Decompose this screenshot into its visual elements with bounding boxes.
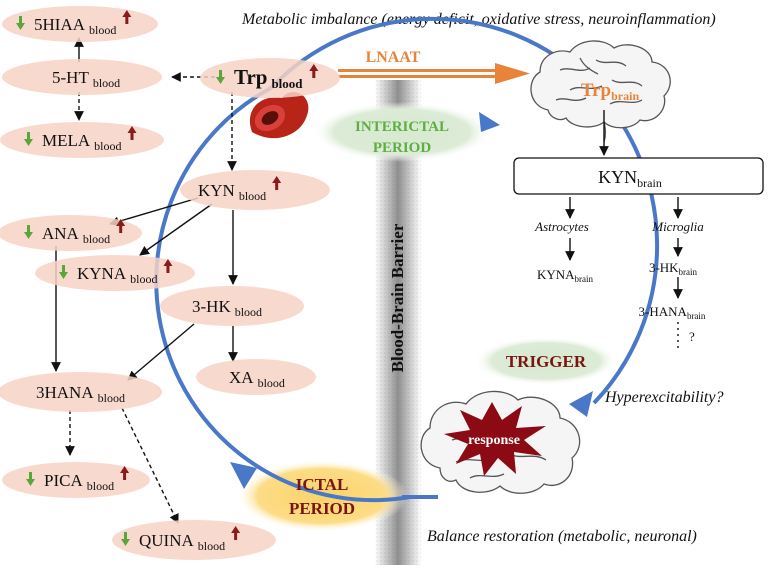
node-kyn-blob [180, 170, 330, 210]
node-ana-blob [0, 215, 142, 251]
trp-brain-label: Trpbrain [581, 80, 640, 103]
down-arrow-icon [121, 532, 130, 546]
cycle-arrowhead-top [479, 112, 500, 132]
starburst-icon [444, 402, 546, 476]
lnaat-arrow [338, 63, 530, 84]
ictal-label-1: ICTAL [296, 475, 349, 494]
kyn-brain-box [513, 157, 764, 195]
node-quina-blob [112, 520, 276, 560]
up-arrow-icon [231, 526, 241, 540]
metabolic-imbalance-note: Metabolic imbalance (energy deficit, oxi… [241, 11, 716, 28]
interictal-label-1: INTERICTAL [355, 119, 449, 135]
kyn-brain-label: KYNbrain [598, 167, 662, 190]
interictal-period-blob [312, 102, 492, 162]
node-hk-blob [160, 286, 304, 326]
up-arrow-icon [122, 10, 132, 24]
blood-vessel-icon [249, 91, 309, 139]
down-arrow-icon [59, 265, 68, 279]
balance-restoration-note: Balance restoration (metabolic, neuronal… [427, 528, 697, 545]
up-arrow-icon [272, 176, 282, 190]
down-arrow-icon [24, 132, 33, 146]
node-hiaa-blob [2, 6, 158, 42]
node-xa-blob [196, 359, 316, 395]
lnaat-label: LNAAT [366, 49, 421, 66]
ictal-label-2: PERIOD [289, 499, 355, 518]
down-arrow-icon [216, 70, 225, 84]
trigger-blob [474, 337, 618, 385]
node-hana-blob [0, 372, 162, 412]
down-arrow-icon [16, 16, 25, 30]
node-ht-blob [2, 59, 162, 95]
interictal-label-2: PERIOD [373, 140, 432, 156]
blood-brain-barrier-label: Blood-Brain Barrier [388, 223, 407, 372]
up-arrow-icon [120, 466, 130, 480]
node-pica-blob [2, 462, 150, 498]
hyperexcitability-label: Hyperexcitability? [604, 389, 723, 406]
node-trp-blob [200, 58, 340, 98]
cycle-arrowhead-bottom [230, 462, 257, 489]
hana-brain-label: 3-HANAbrain [639, 304, 706, 321]
microglia-label: Microglia [651, 219, 704, 234]
node-kyna-blob [35, 255, 195, 291]
down-arrow-icon [24, 225, 33, 239]
trigger-label: TRIGGER [506, 352, 587, 371]
up-arrow-icon [163, 259, 173, 273]
cycle-arrowhead-right [569, 391, 593, 417]
node-mela-blob [0, 122, 164, 158]
unknown-metabolite-label: ? [689, 329, 695, 344]
hk-brain-label: 3-HKbrain [649, 260, 698, 277]
response-label: response [468, 433, 520, 448]
kyna-brain-label: KYNAbrain [537, 267, 594, 284]
down-arrow-icon [26, 472, 35, 486]
up-arrow-icon [127, 126, 137, 140]
up-arrow-icon [116, 219, 126, 233]
astrocytes-label: Astrocytes [534, 219, 589, 234]
up-arrow-icon [309, 64, 319, 78]
